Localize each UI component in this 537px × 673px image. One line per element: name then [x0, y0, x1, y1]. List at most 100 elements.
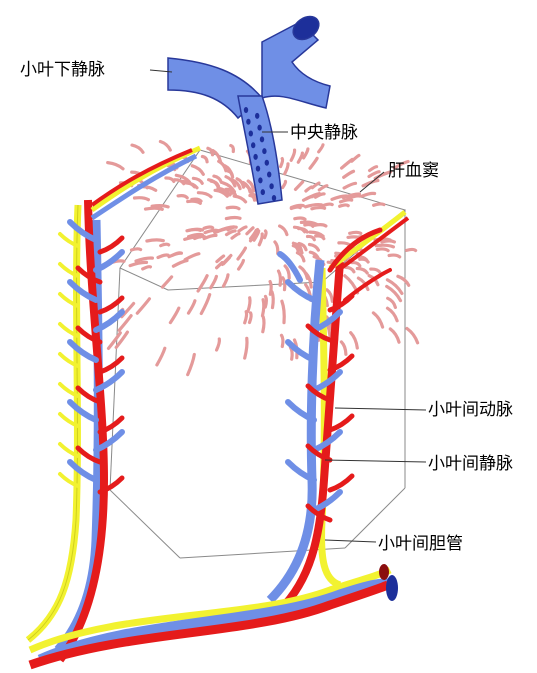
sinusoid-segment: [342, 169, 356, 179]
sinusoid-segment: [371, 311, 385, 329]
sinusoid-segment: [344, 265, 356, 274]
sinusoid-segment: [289, 148, 297, 162]
sinusoid-segment: [278, 224, 289, 237]
sinusoid-segment: [237, 258, 245, 271]
vessel-branch: [58, 412, 80, 428]
central-vein: [237, 95, 283, 205]
sinusoid-segment: [358, 257, 370, 264]
sinusoid-segment: [308, 230, 325, 238]
sinusoid-segment: [375, 247, 390, 253]
vein-pore: [255, 112, 260, 119]
sinusoid-segment: [385, 278, 404, 295]
vessel-branch: [285, 399, 317, 423]
vessel-branch: [311, 429, 343, 453]
vessel-branch: [67, 339, 99, 363]
sinusoid-segment: [245, 226, 255, 236]
vessel-branch: [305, 503, 333, 523]
vessel-branch: [97, 475, 125, 495]
vessel-branch: [67, 279, 99, 303]
sinusoid-segment: [313, 223, 328, 228]
sinusoid-segment: [308, 156, 319, 170]
vessel-branch: [327, 353, 355, 373]
sinusoid-segment: [273, 240, 280, 256]
sinusoid-segment: [281, 276, 287, 292]
vessel-branches: [58, 219, 392, 523]
sinusoid-segment: [369, 267, 382, 275]
label-interlobular-vein: 小叶间静脉: [428, 454, 513, 474]
sinusoid-segment: [303, 222, 315, 228]
sinusoid-segment: [176, 194, 189, 200]
sinusoid-segment: [230, 232, 241, 240]
sinusoid-segment: [283, 162, 290, 176]
sinusoid-segment: [193, 234, 207, 241]
sinusoid-segment: [143, 206, 164, 211]
sinusoid-segment: [293, 180, 305, 191]
sinusoid-segment: [222, 256, 231, 266]
sinusoid-segment: [237, 225, 248, 233]
sinusoid-segment: [130, 143, 145, 154]
vessel-branch: [327, 473, 355, 493]
vessel-branch: [67, 219, 99, 243]
sinusoid-segment: [385, 284, 403, 303]
sinusoid-segment: [150, 203, 170, 209]
sinusoid-segment: [206, 146, 215, 157]
sinusoid-segment: [263, 229, 268, 240]
sinusoid-segment: [261, 315, 266, 334]
sinusoid-segment: [298, 265, 309, 280]
sinusoid-segment: [226, 225, 238, 232]
sinusoid-segment: [129, 247, 143, 252]
sinusoid-segment: [338, 198, 354, 204]
sinusoid-segment: [249, 228, 258, 241]
sinusoid-segment: [132, 196, 150, 202]
sinusoid-segment: [225, 205, 241, 211]
sinusoid-segment: [196, 274, 209, 293]
sinusoid-segment: [203, 228, 220, 235]
sinusoid-segment: [321, 202, 334, 208]
sinusoid-segment: [367, 170, 381, 179]
label-central-vein: 中央静脉: [290, 123, 358, 143]
sinusoid-segment: [349, 331, 359, 350]
label-interlobular-artery: 小叶间动脉: [428, 400, 513, 420]
sinusoid-segment: [310, 181, 321, 190]
sinusoid-segment: [260, 298, 266, 318]
sinusoid-segment: [106, 161, 125, 171]
vessel-branch: [97, 235, 125, 255]
vessel-branch: [58, 322, 80, 338]
sublobular-vein: [167, 15, 331, 120]
sinusoid-segment: [224, 229, 237, 237]
vessel-branch: [58, 262, 80, 278]
vein-pore: [251, 142, 256, 149]
sinusoid-segment: [342, 181, 358, 190]
lobule-outline: [109, 149, 407, 559]
vessel-branch: [58, 382, 80, 398]
vessel-branch: [311, 489, 343, 513]
sinusoid-segment: [168, 306, 181, 325]
vessel-branch: [305, 383, 333, 403]
sinusoid-segment: [191, 176, 204, 185]
sinusoid-segment: [305, 234, 316, 242]
vein-pore: [243, 107, 249, 113]
sinusoid-segment: [215, 261, 224, 270]
sinusoid-segment: [117, 314, 133, 332]
vessel-branch: [75, 265, 103, 285]
sinusoid-segment: [120, 301, 136, 319]
sinusoid-segment: [183, 252, 201, 262]
vessel-branch: [75, 445, 103, 465]
sinusoid-segment: [236, 246, 247, 261]
sinusoid-segment: [106, 331, 122, 350]
label-sublobular-vein: 小叶下静脉: [20, 60, 105, 80]
sinusoid-segment: [283, 264, 291, 280]
sinusoid-segment: [317, 184, 329, 192]
sinusoid-segment: [279, 157, 285, 169]
label-interlobular-bile-duct: 小叶间胆管: [378, 534, 463, 554]
sinusoid-segment: [341, 192, 361, 200]
sinusoid-segment: [190, 197, 203, 203]
sinusoid-segment: [160, 275, 174, 289]
sinusoid-segment: [291, 244, 300, 254]
sinusoid-segment: [145, 238, 165, 243]
sinusoid-segment: [405, 247, 418, 253]
sinusoid-segment: [302, 147, 310, 160]
sinusoid-segment: [164, 176, 176, 183]
vessel-branch: [97, 295, 125, 315]
sinusoid-segment: [248, 193, 257, 202]
